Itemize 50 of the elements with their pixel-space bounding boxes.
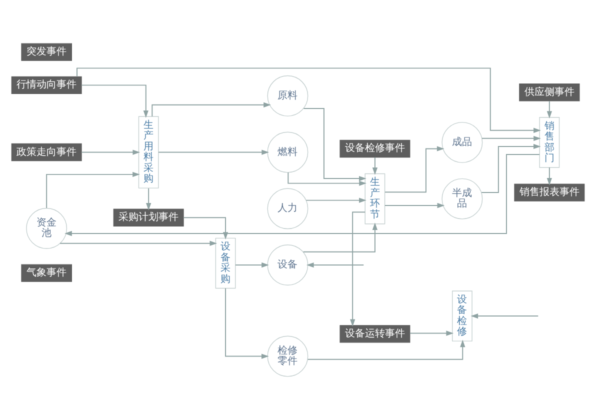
node-box: 生产环节 — [364, 172, 386, 224]
node-box: 气象事件 — [21, 264, 72, 282]
node-box: 设备检修 — [452, 290, 472, 341]
arrow — [158, 149, 269, 154]
node-circle: 资金池 — [26, 207, 68, 248]
arrow — [470, 312, 539, 318]
node-box: 政策走向事件 — [11, 142, 82, 161]
arrow — [46, 171, 140, 208]
arrow — [81, 84, 148, 118]
arrow — [409, 330, 454, 336]
arrow — [146, 187, 152, 210]
arrow — [225, 287, 269, 358]
node-circle: 半成品 — [442, 178, 483, 219]
arrow — [303, 107, 366, 181]
arrow — [306, 197, 366, 202]
arrow — [183, 216, 228, 239]
arrow — [481, 143, 541, 193]
node-box: 生产用料采购 — [138, 116, 159, 188]
node-box: 设备采购 — [215, 237, 236, 288]
arrow — [235, 262, 269, 268]
node-box: 销售报表事件 — [514, 183, 585, 201]
arrow — [350, 211, 366, 326]
arrow — [81, 149, 140, 154]
node-circle: 检修零件 — [267, 335, 308, 376]
arrow — [546, 100, 552, 118]
node-circle: 成品 — [442, 121, 483, 162]
arrow — [372, 156, 378, 174]
arrow — [152, 102, 271, 116]
arrow — [306, 262, 364, 268]
arrow — [288, 171, 366, 186]
node-circle: 原料 — [267, 74, 308, 116]
arrow — [546, 166, 552, 185]
node-box: 行情动向事件 — [11, 76, 82, 94]
node-box: 销售部门 — [539, 116, 560, 168]
arrow — [307, 339, 466, 360]
arrow — [64, 154, 540, 236]
node-box: 供应侧事件 — [519, 82, 580, 101]
arrow — [384, 146, 444, 192]
arrow — [481, 135, 541, 140]
node-box: 设备运转事件 — [340, 324, 410, 342]
arrow — [60, 240, 218, 246]
node-box: 采购计划事件 — [113, 208, 184, 226]
node-box: 突发事件 — [21, 42, 72, 60]
arrow — [76, 67, 541, 132]
arrow — [384, 202, 445, 208]
arrow — [302, 222, 378, 252]
node-circle: 人力 — [267, 188, 308, 229]
node-circle: 设备 — [267, 244, 308, 286]
node-box: 设备检修事件 — [340, 139, 410, 158]
node-circle: 燃料 — [267, 131, 308, 172]
